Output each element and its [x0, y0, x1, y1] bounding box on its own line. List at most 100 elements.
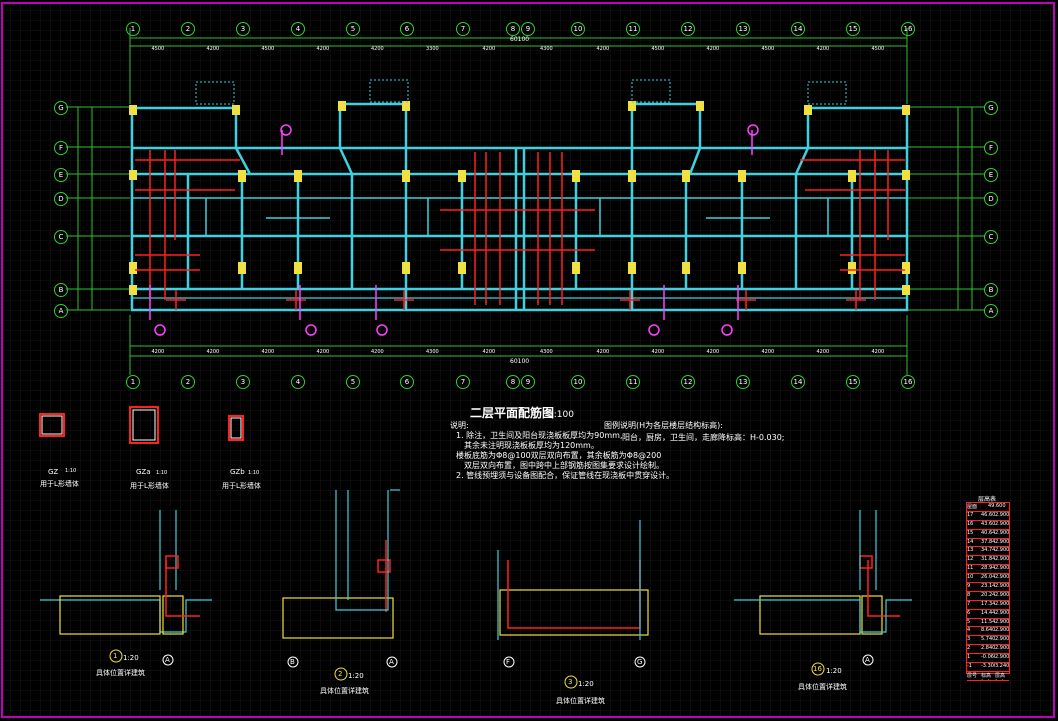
- elevation-cell: 17: [967, 511, 974, 518]
- axis-top-15: 15: [846, 22, 860, 36]
- note-3: 楼板底筋为Φ8@100双层双向布置，其余板筋为Φ8@200: [456, 451, 662, 460]
- axis-left-G: G: [54, 101, 68, 115]
- elevation-cell: 3: [967, 636, 971, 643]
- elevation-cell: 2.900: [995, 565, 1009, 572]
- elevation-cell: 2: [967, 645, 971, 652]
- dim-bottom: 4200: [206, 349, 220, 355]
- elevation-cell: 23.140: [981, 583, 995, 590]
- dim-top: 4500: [761, 46, 775, 52]
- detail-2-num: 2: [338, 670, 343, 678]
- note-5: 2. 管线预埋须与设备图配合，保证管线在现浇板中贯穿设计。: [456, 471, 675, 480]
- notes-header: 说明:: [450, 421, 469, 430]
- walls: [130, 102, 909, 312]
- dim-top: 4500: [871, 46, 885, 52]
- elevation-cell: 11.540: [981, 618, 995, 625]
- dim-top: 4500: [261, 46, 275, 52]
- axis-right-F: F: [984, 141, 998, 155]
- elevation-cell: 5.740: [981, 636, 995, 643]
- dim-bottom: 4200: [651, 349, 665, 355]
- axis-bottom-4: 4: [291, 375, 305, 389]
- axis-top-6: 6: [400, 22, 414, 36]
- axis-bottom-5: 5: [346, 375, 360, 389]
- dim-top: 4200: [371, 46, 384, 52]
- gz-note: 用于L形墙体: [40, 480, 79, 488]
- elevation-row: 923.1402.900: [967, 583, 1009, 592]
- axis-top-14: 14: [791, 22, 805, 36]
- dim-bottom: 4200: [482, 349, 496, 355]
- detail-3-num: 3: [568, 678, 573, 686]
- magenta-markers: [149, 124, 759, 336]
- axis-bottom-2: 2: [181, 375, 195, 389]
- elevation-row: -1-3.3003.240: [967, 663, 1009, 672]
- axis-top-13: 13: [736, 22, 750, 36]
- dim-bottom: 4300: [540, 349, 553, 355]
- axis-bottom-11: 11: [626, 375, 640, 389]
- elevation-cell: 标高(m): [981, 672, 992, 680]
- elevation-cell: 16: [967, 520, 974, 527]
- elevation-cell: 2.900: [995, 538, 1009, 545]
- elevation-cell: 4: [967, 627, 971, 634]
- detail-axis-bubbles: [109, 649, 874, 689]
- elevation-cell: 6: [967, 609, 971, 616]
- detail-16-scale: 1:20: [826, 667, 842, 675]
- dim-bottom: 4200: [706, 349, 720, 355]
- gzb-label: GZb: [230, 468, 245, 476]
- columns: [129, 101, 910, 295]
- gzb-note: 用于L形墙体: [222, 482, 261, 490]
- total-dim-bottom: 60100: [510, 358, 530, 365]
- axis-bottom-14: 14: [791, 375, 805, 389]
- stair-hatch: [195, 79, 847, 105]
- dim-bottom: 4200: [261, 349, 275, 355]
- axis-bottom-9: 9: [521, 375, 535, 389]
- axis-top-4: 4: [291, 22, 305, 36]
- elevation-table-title: 层高表: [978, 496, 997, 503]
- elevation-cell: 10: [967, 574, 974, 581]
- elevation-cell: 1: [967, 654, 971, 661]
- elevation-cell: 8: [967, 591, 971, 598]
- axis-left-C: C: [54, 230, 68, 244]
- detail-2-caption: 具体位置详建筑: [320, 687, 369, 695]
- dim-bottom: 4200: [761, 349, 775, 355]
- elevation-cell: 14: [967, 538, 974, 545]
- note-1: 1. 除注，卫生间及阳台现浇板板厚均为90mm,: [456, 431, 623, 440]
- axis-right-C: C: [984, 230, 998, 244]
- elevation-cell: 2.900: [995, 627, 1009, 634]
- rebar-lines: [135, 150, 905, 310]
- detail-2-scale: 1:20: [348, 672, 364, 680]
- elevation-cell: 37.840: [981, 538, 995, 545]
- elevation-row: 511.5402.900: [967, 619, 1009, 628]
- axis-left-F: F: [54, 141, 68, 155]
- elevation-cell: 层号: [967, 672, 978, 679]
- axis-bottom-8: 8: [506, 375, 520, 389]
- detail-16-caption: 具体位置详建筑: [798, 683, 847, 691]
- gza-label: GZa: [136, 468, 151, 476]
- elevation-cell: 46.600: [981, 511, 995, 518]
- column-sections: [39, 406, 244, 444]
- detail-3-axis-right: G: [637, 658, 643, 666]
- elevation-cell: 2.900: [995, 609, 1009, 616]
- gz-label: GZ: [48, 468, 59, 476]
- axis-right-D: D: [984, 192, 998, 206]
- axis-top-11: 11: [626, 22, 640, 36]
- axis-bottom-1: 1: [126, 375, 140, 389]
- axis-right-A: A: [984, 304, 998, 318]
- elevation-cell: 2.900: [995, 529, 1009, 536]
- axis-top-3: 3: [236, 22, 250, 36]
- dim-bottom: 4200: [316, 349, 330, 355]
- elevation-cell: 2.900: [995, 583, 1009, 590]
- axis-left-B: B: [54, 283, 68, 297]
- drawing-title: 二层平面配筋图: [470, 406, 555, 420]
- axis-left-D: D: [54, 192, 68, 206]
- axis-bottom-6: 6: [400, 375, 414, 389]
- dim-bottom: 4200: [871, 349, 885, 355]
- elevation-cell: 7: [967, 600, 971, 607]
- dim-bottom: 4200: [151, 349, 165, 355]
- elevation-cell: 2.900: [995, 618, 1009, 625]
- axis-right-E: E: [984, 168, 998, 182]
- detail-1-num: 1: [113, 652, 118, 660]
- detail-3-scale: 1:20: [578, 680, 594, 688]
